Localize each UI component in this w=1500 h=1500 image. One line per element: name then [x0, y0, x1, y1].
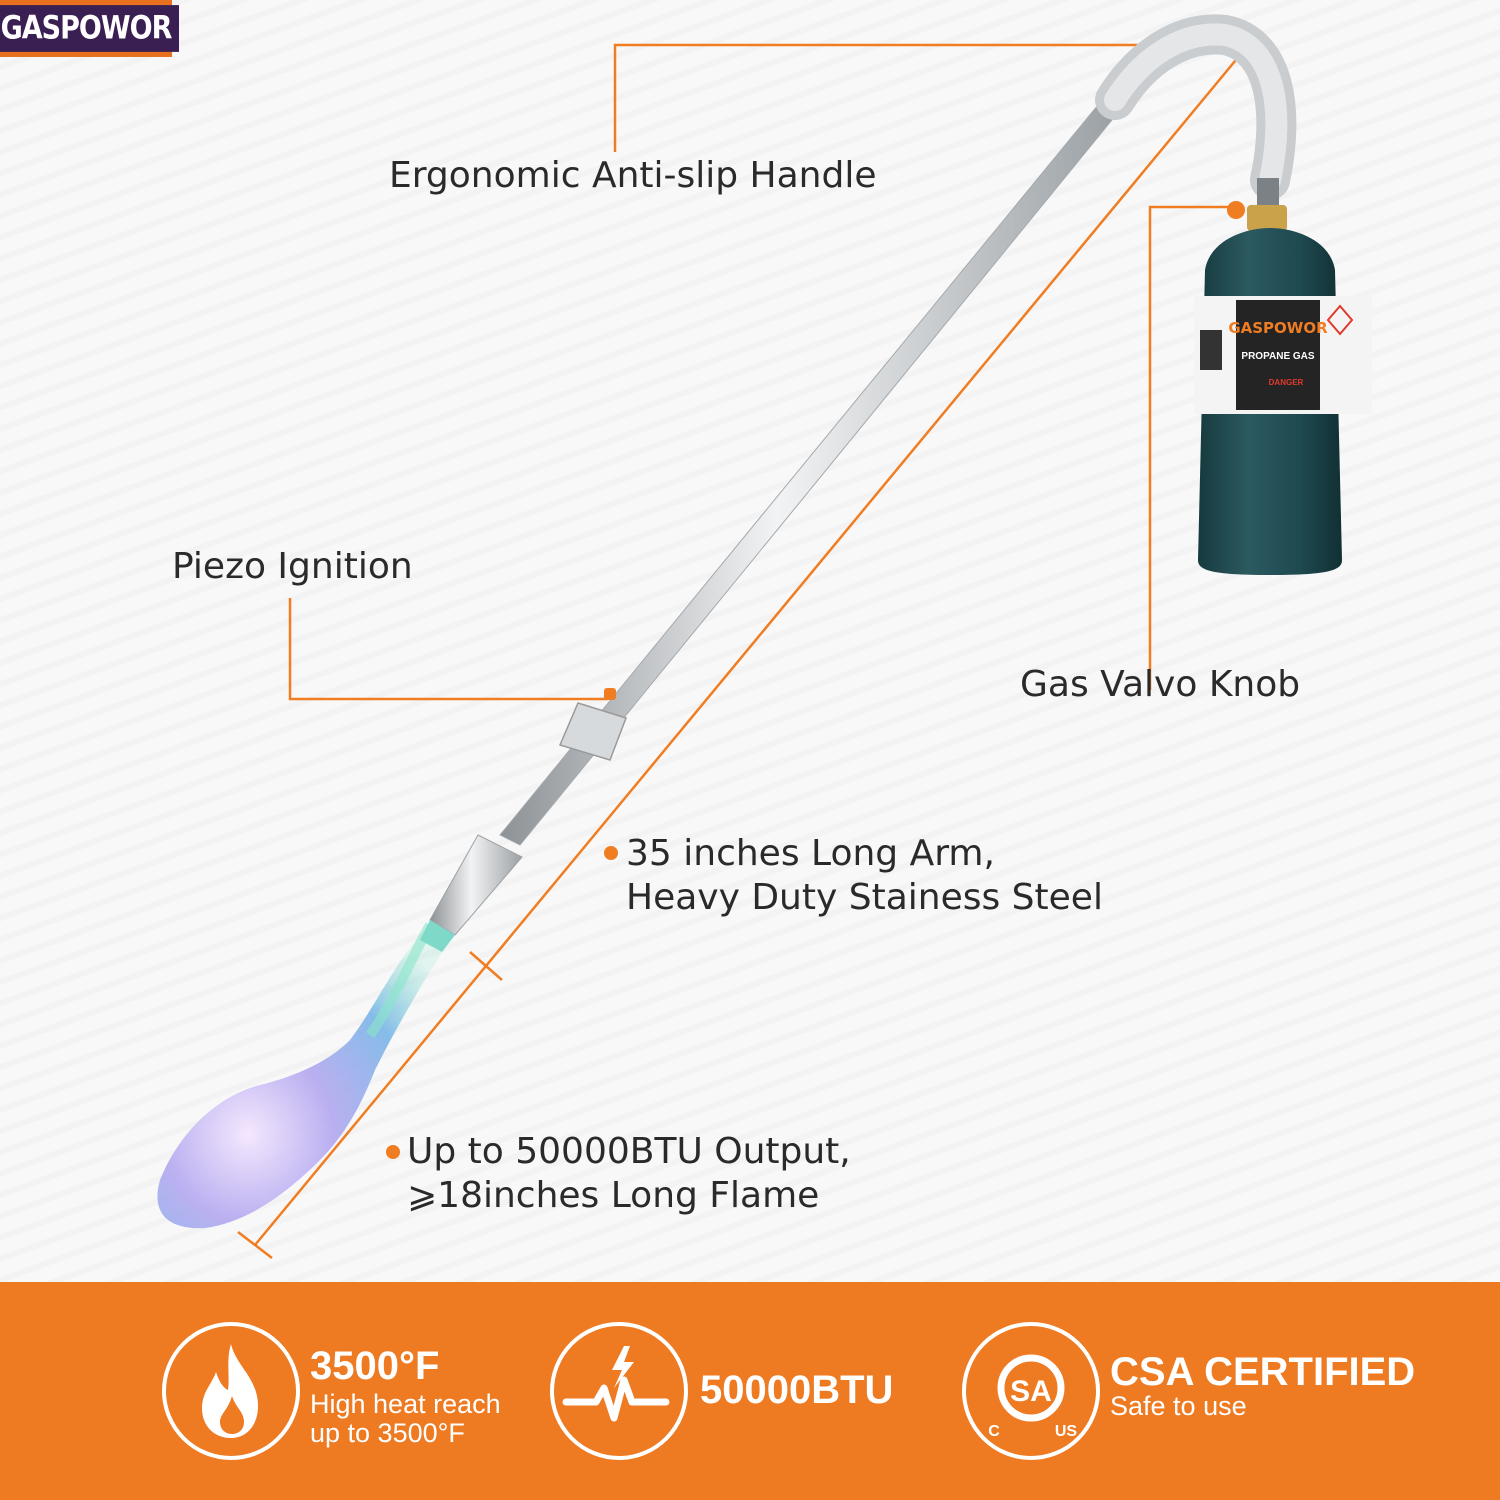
tank-brand-text: GASPOWOR	[1228, 319, 1328, 337]
dimension-tick-bottom	[237, 1231, 273, 1259]
burner-tube	[420, 834, 523, 952]
feature-bar: 3500°F High heat reach up to 3500°F 5000…	[0, 1282, 1500, 1500]
handle-hose	[1095, 14, 1297, 200]
flame-icon	[162, 1322, 300, 1460]
arm-callout-line2: Heavy Duty Stainess Steel	[626, 877, 1103, 918]
dimension-tick-mid	[469, 951, 503, 981]
tank-product-text: PROPANE GAS	[1241, 351, 1314, 362]
tank-warning-text: DANGER	[1269, 378, 1304, 387]
feature-heat-subtitle-line1: High heat reach	[310, 1389, 501, 1419]
piezo-ignition-block	[558, 688, 627, 761]
brand-logo-text: GASPOWOR	[0, 5, 180, 52]
csa-badge-us: US	[1055, 1423, 1078, 1440]
handle-callout: Ergonomic Anti-slip Handle	[389, 155, 877, 196]
csa-badge-text: SA	[1010, 1375, 1052, 1408]
feature-csa-title: CSA CERTIFIED	[1110, 1350, 1416, 1394]
brand-logo: GASPOWOR	[0, 0, 180, 57]
csa-certification-icon: SA C US	[962, 1322, 1100, 1460]
feature-btu-title: 50000BTU	[700, 1368, 894, 1412]
ignition-callout: Piezo Ignition	[172, 546, 413, 587]
ignition-leader-line	[288, 598, 608, 701]
lightning-pulse-icon	[550, 1322, 688, 1460]
length-dimension-line	[254, 54, 1241, 1246]
arm-bullet-icon	[604, 846, 618, 860]
valve-callout: Gas Valvo Knob	[1020, 664, 1301, 705]
valve-knob	[1227, 178, 1287, 231]
feature-csa-subtitle: Safe to use	[1110, 1391, 1247, 1421]
output-bullet-icon	[386, 1145, 400, 1159]
output-callout-line2: ⩾18inches Long Flame	[407, 1175, 820, 1216]
handle-leader-line	[613, 43, 1165, 152]
arm-callout-line1: 35 inches Long Arm,	[626, 833, 995, 874]
feature-heat-title: 3500°F	[310, 1344, 440, 1388]
propane-tank: GASPOWOR PROPANE GAS DANGER	[1194, 228, 1372, 575]
output-callout-line1: Up to 50000BTU Output,	[407, 1131, 851, 1172]
valve-leader-line	[1148, 205, 1232, 690]
torch-illustration: GASPOWOR PROPANE GAS DANGER	[157, 14, 1372, 1259]
csa-badge-c: C	[988, 1423, 1000, 1440]
feature-heat-subtitle-line2: up to 3500°F	[310, 1418, 465, 1448]
leader-lines	[237, 41, 1261, 1259]
